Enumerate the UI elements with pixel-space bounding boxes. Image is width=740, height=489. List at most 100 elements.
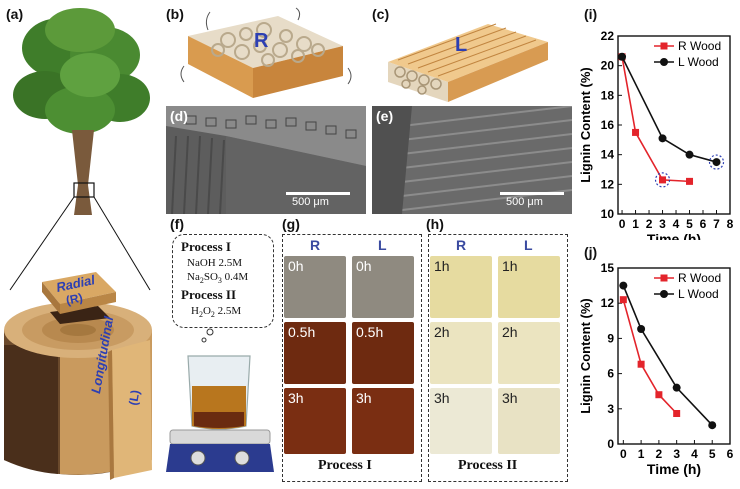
x-tick-label: 6	[700, 217, 707, 231]
radial-block-schematic	[180, 7, 352, 98]
data-point-l-wood	[658, 134, 667, 143]
process2-h2o2: H2O2 2.5M	[191, 305, 242, 320]
data-point-r-wood	[673, 409, 681, 417]
sample-h-r-2h: 2h	[430, 322, 492, 384]
sample-h-r-3h: 3h	[430, 388, 492, 454]
x-tick-label: 8	[727, 217, 734, 231]
x-tick-label: 5	[686, 217, 693, 231]
y-tick-label: 0	[607, 437, 614, 451]
process2-footer: Process II	[458, 458, 518, 473]
radial-block	[42, 272, 116, 314]
x-tick-label: 5	[709, 447, 716, 461]
process1-sample-box	[282, 234, 422, 482]
panel-label-h: (h)	[426, 216, 444, 232]
data-point-l-wood	[708, 421, 717, 430]
sample-g-r-3h: 3h	[284, 388, 346, 454]
sample-h-l-3h: 3h	[498, 388, 560, 454]
process1-naoh: NaOH 2.5M	[187, 257, 242, 269]
process-recipe-bubble: Process I NaOH 2.5M Na2SO3 0.4M Process …	[172, 234, 274, 328]
x-tick-label: 1	[638, 447, 645, 461]
data-point-l-wood	[619, 281, 628, 290]
x-tick-label: 4	[673, 217, 680, 231]
data-point-r-wood	[655, 391, 663, 399]
data-point-r-wood	[632, 128, 640, 136]
sample-h-r-1h: 1h	[430, 256, 492, 318]
y-tick-label: 6	[607, 367, 614, 381]
sem-image-radial: 500 μm	[166, 106, 366, 214]
scale-label-e: 500 μm	[506, 196, 543, 208]
legend-label: L Wood	[678, 55, 719, 69]
beaker-hotplate-illustration	[166, 328, 274, 472]
y-tick-label: 15	[601, 261, 615, 275]
x-tick-label: 0	[619, 217, 626, 231]
legend-label: R Wood	[678, 271, 721, 285]
legend-label: R Wood	[678, 39, 721, 53]
series-line-l-wood	[621, 56, 717, 163]
tree-log-illustration	[4, 8, 152, 480]
x-tick-label: 4	[691, 447, 698, 461]
tree-canopy	[13, 8, 150, 134]
y-tick-label: 22	[601, 29, 615, 43]
data-point-r-wood	[686, 177, 694, 185]
scale-bar-e	[500, 192, 564, 195]
series-line-r-wood	[622, 299, 678, 415]
block-l-letter: L	[455, 34, 468, 56]
sample-g-l-0.5h: 0.5h	[352, 322, 414, 384]
y-tick-label: 9	[607, 331, 614, 345]
process1-na2so3: Na2SO3 0.4M	[187, 271, 249, 286]
x-tick-label: 6	[727, 447, 734, 461]
y-tick-label: 12	[601, 177, 615, 191]
x-tick-label: 2	[656, 447, 663, 461]
process1-title: Process I	[181, 239, 231, 254]
x-tick-label: 1	[632, 217, 639, 231]
panel-label-g: (g)	[282, 216, 300, 232]
scale-label-d: 500 μm	[292, 196, 329, 208]
process2-title: Process II	[181, 287, 237, 302]
panel-label-d: (d)	[170, 108, 188, 124]
longitudinal-block-schematic	[388, 23, 548, 102]
data-point-l-wood	[685, 150, 694, 159]
sample-g-r-0.5h: 0.5h	[284, 322, 346, 384]
scale-bar-d	[286, 192, 350, 195]
y-tick-label: 20	[601, 59, 615, 73]
data-point-l-wood	[672, 383, 681, 392]
panel-label-j: (j)	[584, 244, 598, 260]
x-axis-label: Time (h)	[647, 231, 701, 240]
x-tick-label: 3	[673, 447, 680, 461]
panel-label-a: (a)	[6, 6, 24, 22]
sample-g-l-3h: 3h	[352, 388, 414, 454]
panel-label-f: (f)	[170, 216, 184, 232]
y-tick-label: 10	[601, 207, 615, 221]
panel-label-i: (i)	[584, 6, 598, 22]
x-tick-label: 3	[659, 217, 666, 231]
y-tick-label: 16	[601, 118, 615, 132]
sample-g-l-0h: 0h	[352, 256, 414, 318]
legend-label: L Wood	[678, 287, 719, 301]
g-col-header-l: L	[378, 237, 387, 253]
data-point-r-wood	[637, 360, 645, 368]
data-point-r-wood	[659, 176, 667, 184]
sample-h-l-2h: 2h	[498, 322, 560, 384]
block-r-letter: R	[254, 30, 269, 52]
highlight-circle	[654, 172, 671, 188]
highlight-circle	[708, 154, 725, 170]
panel-label-e: (e)	[376, 108, 394, 124]
x-tick-label: 7	[713, 217, 720, 231]
sem-image-longitudinal: 500 μm	[372, 106, 572, 214]
legend-marker	[660, 274, 668, 282]
y-axis-label: Lignin Content (%)	[578, 298, 593, 414]
y-tick-label: 3	[607, 402, 614, 416]
longitudinal-board	[108, 340, 152, 480]
legend-marker	[660, 290, 668, 298]
y-tick-label: 18	[601, 88, 615, 102]
panel-label-c: (c)	[372, 6, 390, 22]
sample-g-r-0h: 0h	[284, 256, 346, 318]
g-col-header-r: R	[310, 237, 321, 253]
legend-marker	[660, 58, 668, 66]
y-tick-label: 12	[601, 296, 615, 310]
series-line-r-wood	[621, 56, 690, 183]
y-axis-label: Lignin Content (%)	[578, 67, 593, 183]
data-point-l-wood	[618, 52, 627, 61]
x-tick-label: 0	[620, 447, 627, 461]
